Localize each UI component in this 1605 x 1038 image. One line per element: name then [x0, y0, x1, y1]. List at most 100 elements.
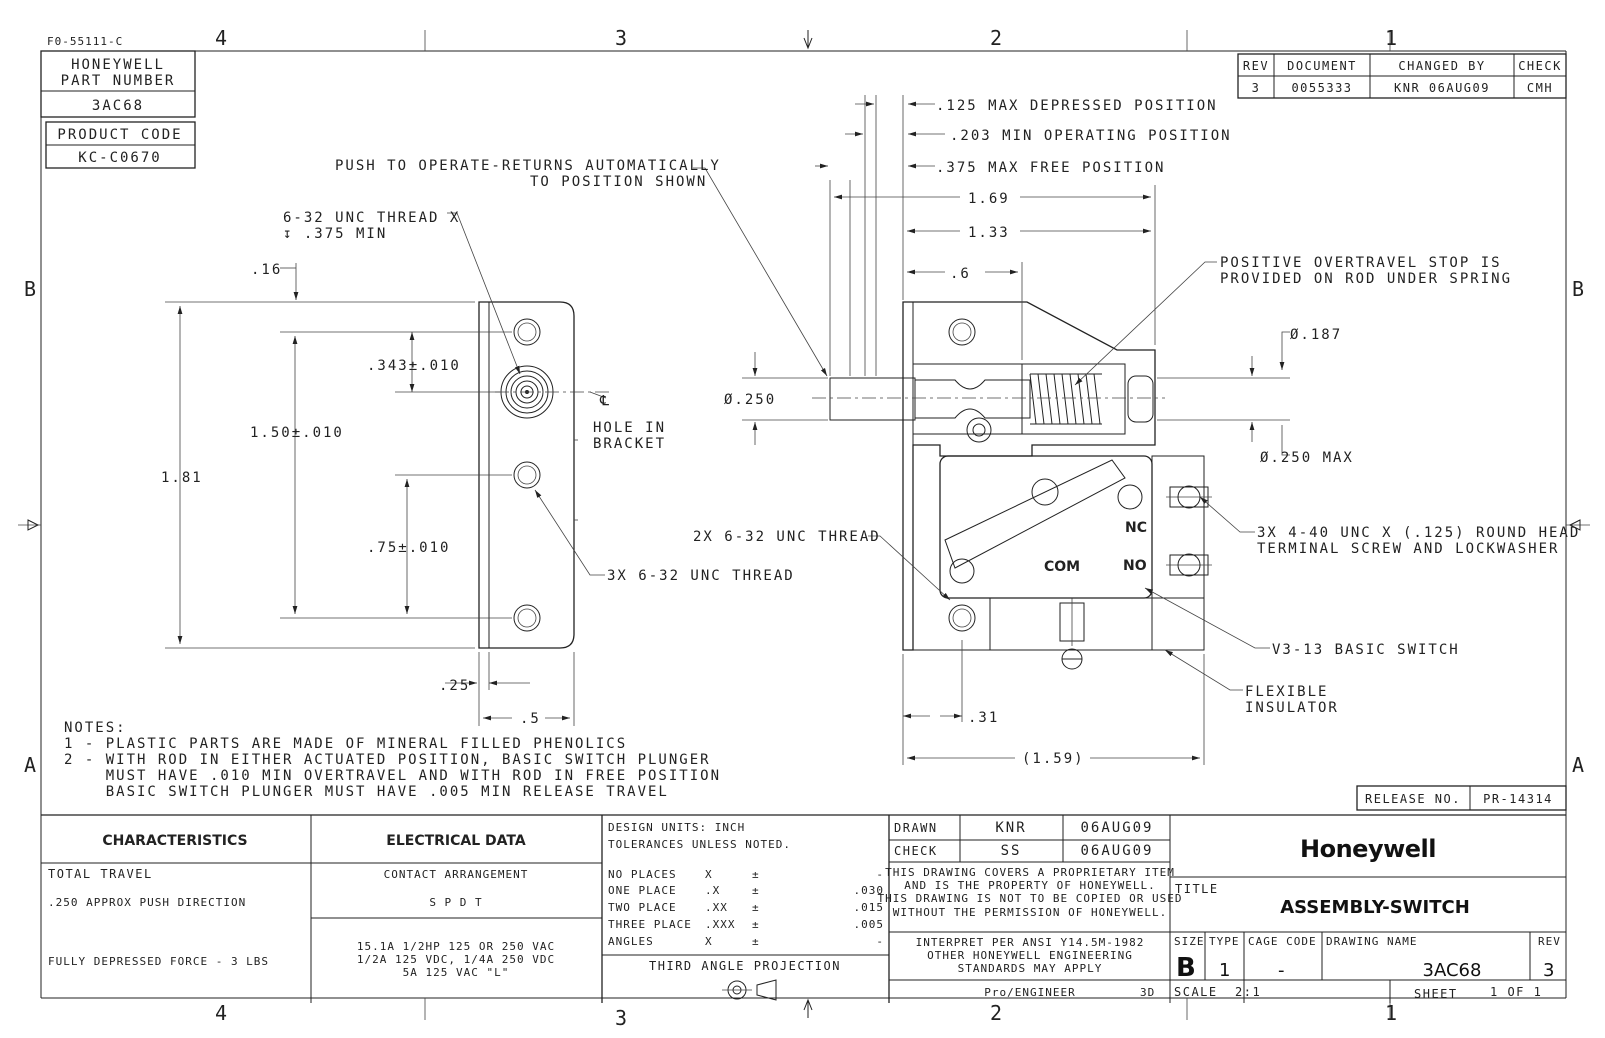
rev-header-check: CHECK [1518, 59, 1562, 73]
cad-mode: 3D [1140, 986, 1155, 999]
revision-table [1237, 53, 1567, 99]
third-angle-projection: THIRD ANGLE PROJECTION [649, 959, 841, 973]
callout-thread-3x: 3X 6-32 UNC THREAD [607, 568, 795, 584]
rev-document: 0055333 [1291, 81, 1352, 95]
rev-header-rev: REV [1243, 59, 1269, 73]
tol-row-val: - [876, 868, 884, 881]
type-label: TYPE [1209, 935, 1240, 948]
zone-top-3: 3 [615, 26, 627, 50]
drawn-label: DRAWN [894, 821, 938, 835]
tol-row-pm: ± [752, 868, 760, 881]
callout-screw-1: 3X 4-40 UNC X (.125) ROUND HEAD [1257, 525, 1580, 541]
property-line-3: THIS DRAWING IS NOT TO BE COPIED OR USED [878, 892, 1183, 905]
tolerance-rows: NO PLACES X ± - ONE PLACE .X ± .030 TWO … [608, 868, 885, 948]
title-label: TITLE [1175, 882, 1219, 896]
zone-top-1: 1 [1385, 26, 1397, 50]
check-label: CHECK [894, 844, 938, 858]
dim-pos-375: .375 MAX FREE POSITION [936, 160, 1165, 176]
callout-hole-2: BRACKET [593, 436, 666, 452]
design-units: DESIGN UNITS: INCH [608, 821, 745, 834]
type-value: 1 [1219, 960, 1230, 981]
title-block-grid [41, 814, 1566, 1003]
dim-133: 1.33 [968, 225, 1010, 241]
property-line-2: AND IS THE PROPERTY OF HONEYWELL. [904, 879, 1156, 892]
projection-symbol [722, 979, 777, 1001]
sheet-value: 1 OF 1 [1490, 985, 1542, 999]
callout-thread-2x: 2X 6-32 UNC THREAD [693, 529, 881, 545]
zone-right-b: B [1572, 277, 1584, 301]
part-number-block [40, 50, 196, 169]
side-view-assembly [812, 301, 1212, 670]
honeywell-logo: Honeywell [1300, 835, 1436, 863]
size-value: B [1176, 953, 1196, 983]
centerline-symbol: ℄ [599, 393, 611, 409]
note-line-1: 1 - PLASTIC PARTS ARE MADE OF MINERAL FI… [64, 736, 627, 752]
tol-row-label: ONE PLACE [608, 884, 677, 897]
part-number: 3AC68 [92, 98, 144, 114]
check-by: SS [1001, 843, 1022, 859]
part-label-2: PART NUMBER [61, 73, 176, 89]
tol-row-label: THREE PLACE [608, 918, 692, 931]
tol-row-pm: ± [752, 884, 760, 897]
tol-row-val: .015 [854, 901, 885, 914]
interpret-line-1: INTERPRET PER ANSI Y14.5M-1982 [916, 936, 1145, 949]
dim-6: .6 [950, 266, 971, 282]
dim-169: 1.69 [968, 191, 1010, 207]
terminal-nc-label: NC [1125, 520, 1147, 536]
dim-5: .5 [520, 711, 541, 727]
drawn-by: KNR [995, 820, 1026, 836]
cad-system: Pro/ENGINEER [984, 986, 1075, 999]
callout-push-1: PUSH TO OPERATE-RETURNS AUTOMATICALLY [335, 158, 721, 174]
dim-31: .31 [968, 710, 999, 726]
callout-insulator-1: FLEXIBLE [1245, 684, 1328, 700]
note-line-2: 2 - WITH ROD IN EITHER ACTUATED POSITION… [64, 752, 711, 768]
release-number: PR-14314 [1483, 792, 1553, 806]
rating-line-3: 5A 125 VAC "L" [403, 966, 510, 979]
tolerances-unless: TOLERANCES UNLESS NOTED. [608, 838, 791, 851]
interpret-line-2: OTHER HONEYWELL ENGINEERING [927, 949, 1133, 962]
check-date: 06AUG09 [1080, 843, 1153, 859]
dim-16: .16 [251, 262, 282, 278]
front-view-dimensions [165, 212, 607, 726]
drawing-title: ASSEMBLY-SWITCH [1280, 897, 1470, 918]
callout-basic-switch: V3-13 BASIC SWITCH [1272, 642, 1460, 658]
dim-75: .75±.010 [367, 540, 450, 556]
sheet-label: SHEET [1414, 987, 1458, 1001]
dim-dia-250: Ø.250 [724, 392, 776, 408]
rev-changed-by: KNR 06AUG09 [1394, 81, 1490, 95]
tol-row-val: - [876, 935, 884, 948]
tol-row-label: ANGLES [608, 935, 654, 948]
rev-value: 3 [1252, 81, 1261, 95]
callout-screw-2: TERMINAL SCREW AND LOCKWASHER [1257, 541, 1559, 557]
tol-row-pm: ± [752, 901, 760, 914]
side-view-dimensions [693, 95, 1290, 765]
zone-bottom-2: 2 [990, 1001, 1002, 1025]
rev-label: REV [1538, 935, 1561, 948]
interpret-line-3: STANDARDS MAY APPLY [958, 962, 1103, 975]
tol-row-pm: ± [752, 918, 760, 931]
terminal-no-label: NO [1123, 558, 1147, 574]
contact-arrangement-label: CONTACT ARRANGEMENT [384, 868, 529, 881]
zone-top-4: 4 [215, 26, 227, 50]
dim-pos-125: .125 MAX DEPRESSED POSITION [936, 98, 1218, 114]
dim-dia-250-max: Ø.250 MAX [1260, 450, 1354, 466]
release-box [1356, 785, 1567, 811]
dim-159: (1.59) [1022, 751, 1085, 767]
cage-value: - [1278, 960, 1285, 981]
dim-150: 1.50±.010 [250, 425, 344, 441]
total-travel-value: .250 APPROX PUSH DIRECTION [48, 896, 246, 909]
rev-check: CMH [1527, 81, 1553, 95]
part-label-1: HONEYWELL [71, 57, 165, 73]
rev-number: 3 [1543, 960, 1554, 981]
property-line-4: WITHOUT THE PERMISSION OF HONEYWELL. [893, 906, 1167, 919]
total-travel-label: TOTAL TRAVEL [48, 867, 153, 881]
dim-dia-187: Ø.187 [1290, 327, 1342, 343]
tol-row-x: .XX [705, 901, 728, 914]
callout-insulator-2: INSULATOR [1245, 700, 1339, 716]
rev-header-document: DOCUMENT [1287, 59, 1357, 73]
characteristics-header: CHARACTERISTICS [102, 833, 247, 849]
zone-top-2: 2 [990, 26, 1002, 50]
rev-header-changed-by: CHANGED BY [1398, 59, 1485, 73]
cage-label: CAGE CODE [1248, 935, 1317, 948]
